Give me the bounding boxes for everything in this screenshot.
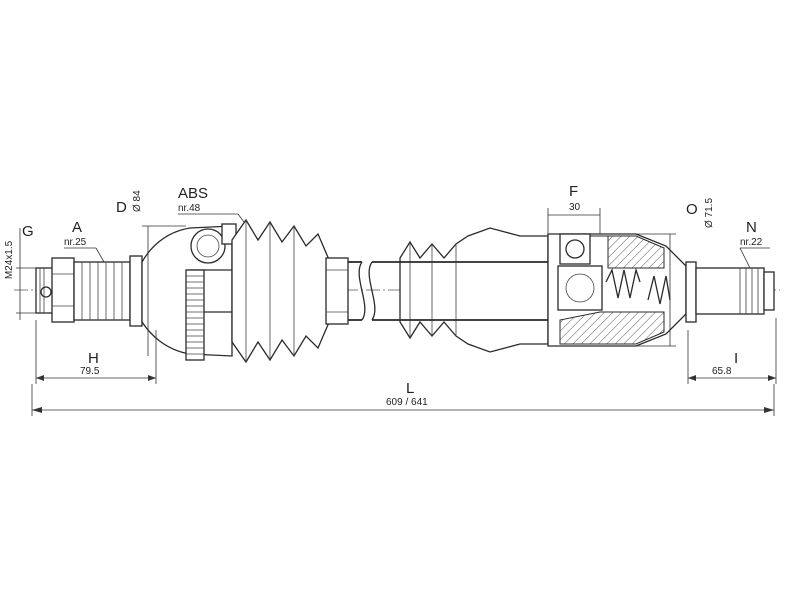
label-h: H xyxy=(88,350,99,367)
label-d-val: Ø 84 xyxy=(132,190,143,212)
label-f-val: 30 xyxy=(569,202,581,213)
label-a-nr: nr.25 xyxy=(64,237,87,248)
outer-boot xyxy=(231,218,331,364)
dimension-a: A nr.25 xyxy=(64,219,105,263)
shaft xyxy=(348,261,400,321)
label-d: D xyxy=(116,199,127,216)
label-f: F xyxy=(569,183,578,200)
abs-tone-ring xyxy=(185,269,205,361)
dimension-d: D Ø 84 xyxy=(116,190,186,356)
label-l-val: 609 / 641 xyxy=(386,397,428,408)
dimension-f: F 30 xyxy=(547,183,601,234)
boot-clamp xyxy=(325,257,349,325)
dimension-l: L 609 / 641 xyxy=(31,380,775,416)
gearbox-side-stub xyxy=(695,267,775,315)
label-abs-nr: nr.48 xyxy=(178,203,201,214)
dimension-abs: ABS nr.48 xyxy=(178,185,245,223)
dimension-i: I 65.8 xyxy=(687,318,777,384)
label-m24: M24x1.5 xyxy=(4,240,15,279)
label-o-val: Ø 71.5 xyxy=(704,198,715,228)
dimension-h: H 79.5 xyxy=(35,320,157,384)
dimension-g: G M24x1.5 xyxy=(4,223,36,320)
label-abs: ABS xyxy=(178,185,208,202)
label-o: O xyxy=(686,201,698,218)
label-g: G xyxy=(22,223,34,240)
inner-tripod-joint xyxy=(547,233,697,347)
label-n-nr: nr.22 xyxy=(740,237,763,248)
label-a: A xyxy=(72,219,82,236)
label-n: N xyxy=(746,219,757,236)
wheel-side-stub xyxy=(35,255,143,327)
label-i-val: 65.8 xyxy=(712,366,732,377)
dimension-o: O Ø 71.5 xyxy=(636,198,715,347)
label-i: I xyxy=(734,350,738,367)
label-h-val: 79.5 xyxy=(80,366,100,377)
inner-boot xyxy=(399,227,549,353)
dimension-n: N nr.22 xyxy=(739,219,770,269)
label-l: L xyxy=(406,380,414,397)
